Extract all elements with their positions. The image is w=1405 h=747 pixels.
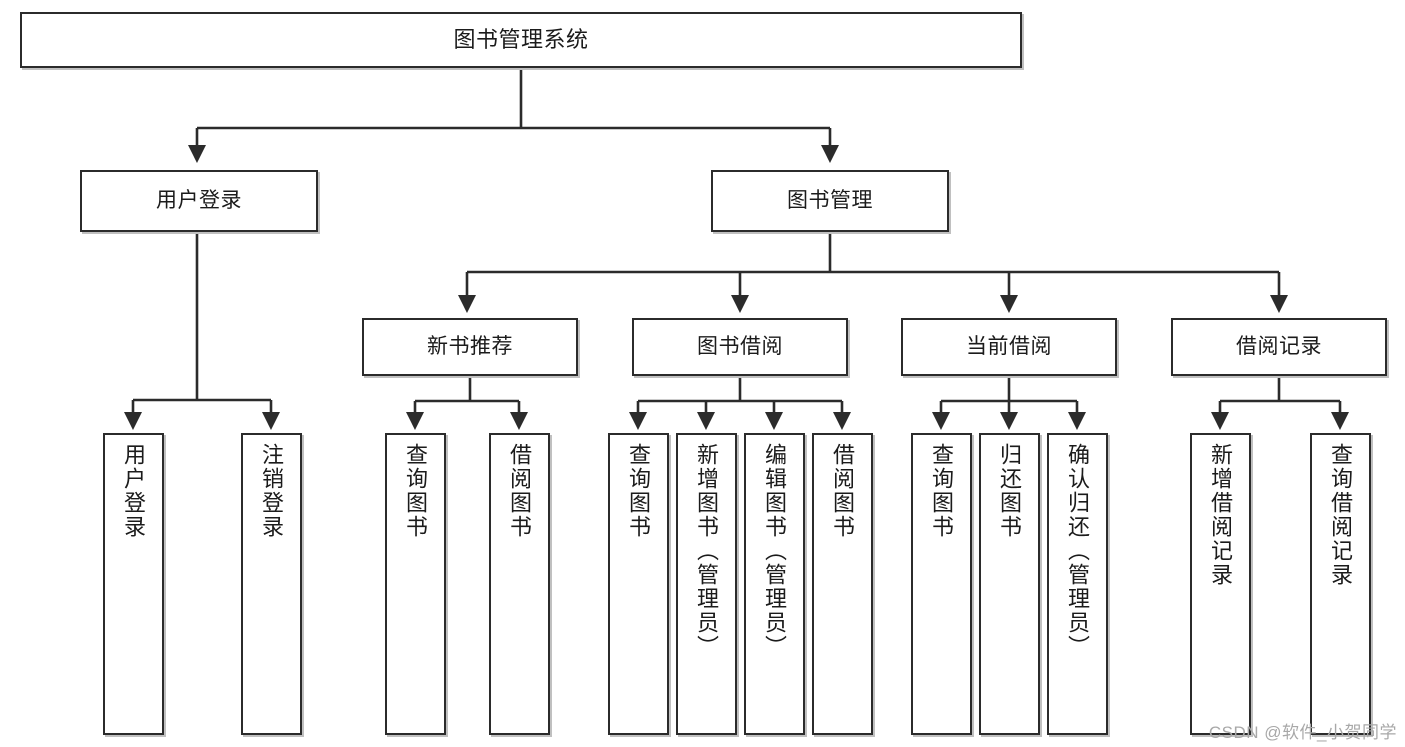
node-borrow-record[interactable]: 借阅记录 (1171, 318, 1387, 376)
leaf-user-login[interactable]: 用户登录 (103, 433, 164, 735)
node-user-login[interactable]: 用户登录 (80, 170, 318, 232)
node-label: 新书推荐 (427, 334, 513, 358)
leaf-label: 查询借阅记录 (1328, 443, 1354, 587)
node-label: 当前借阅 (966, 334, 1052, 358)
node-label: 图书管理系统 (453, 27, 589, 53)
leaf-logout[interactable]: 注销登录 (241, 433, 302, 735)
leaf-add-book-admin[interactable]: 新增图书（管理员） (676, 433, 737, 735)
leaf-query-book-current[interactable]: 查询图书 (911, 433, 972, 735)
leaf-query-book-borrow[interactable]: 查询图书 (608, 433, 669, 735)
node-label: 图书借阅 (697, 334, 783, 358)
leaf-label: 注销登录 (259, 443, 285, 539)
node-label: 图书管理 (787, 188, 873, 212)
leaf-label: 查询图书 (403, 443, 429, 539)
node-label: 借阅记录 (1236, 334, 1322, 358)
leaf-label: 归还图书 (997, 443, 1023, 539)
leaf-label: 新增图书（管理员） (694, 443, 720, 659)
node-current-borrow[interactable]: 当前借阅 (901, 318, 1117, 376)
node-book-borrow[interactable]: 图书借阅 (632, 318, 848, 376)
leaf-label: 用户登录 (121, 443, 147, 539)
node-label: 用户登录 (156, 188, 242, 212)
leaf-label: 查询图书 (626, 443, 652, 539)
leaf-label: 编辑图书（管理员） (762, 443, 788, 659)
leaf-add-borrow-record[interactable]: 新增借阅记录 (1190, 433, 1251, 735)
leaf-query-borrow-record[interactable]: 查询借阅记录 (1310, 433, 1371, 735)
leaf-label: 新增借阅记录 (1208, 443, 1234, 587)
leaf-borrow-book-recommend[interactable]: 借阅图书 (489, 433, 550, 735)
leaf-label: 确认归还（管理员） (1065, 443, 1091, 659)
leaf-label: 借阅图书 (507, 443, 533, 539)
leaf-return-book[interactable]: 归还图书 (979, 433, 1040, 735)
node-book-management-system[interactable]: 图书管理系统 (20, 12, 1022, 68)
node-book-management[interactable]: 图书管理 (711, 170, 949, 232)
leaf-label: 查询图书 (929, 443, 955, 539)
node-new-book-recommend[interactable]: 新书推荐 (362, 318, 578, 376)
leaf-label: 借阅图书 (830, 443, 856, 539)
leaf-confirm-return-admin[interactable]: 确认归还（管理员） (1047, 433, 1108, 735)
leaf-borrow-book[interactable]: 借阅图书 (812, 433, 873, 735)
leaf-edit-book-admin[interactable]: 编辑图书（管理员） (744, 433, 805, 735)
leaf-query-book-recommend[interactable]: 查询图书 (385, 433, 446, 735)
